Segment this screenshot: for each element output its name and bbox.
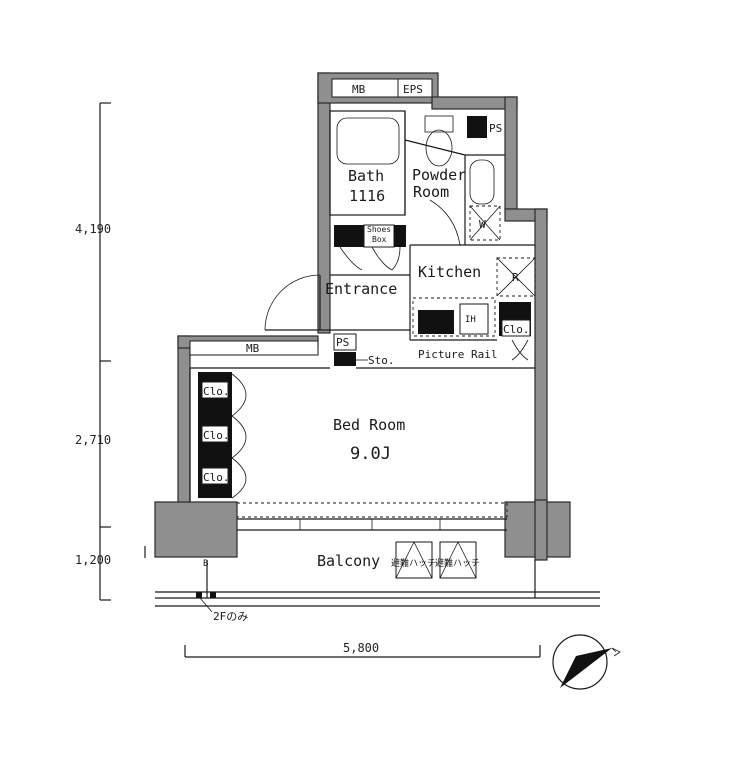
storage-area: PS Sto. MB Picture Rail bbox=[189, 333, 497, 367]
clo3-label: Clo. bbox=[203, 471, 230, 484]
mb-left-label: MB bbox=[246, 342, 260, 355]
top-shafts: MB EPS bbox=[331, 78, 433, 98]
stove-label: IH bbox=[465, 315, 476, 325]
ps-mid-label: PS bbox=[336, 336, 349, 349]
ps-top-label: PS bbox=[489, 122, 502, 135]
balcony-label: Balcony bbox=[317, 552, 380, 570]
hatch1-label: 避難ハッチ bbox=[391, 557, 436, 569]
dim-1200: 1,200 bbox=[75, 553, 111, 567]
powder-label-2: Room bbox=[413, 183, 449, 201]
fridge-label: R bbox=[512, 271, 519, 284]
powder-room: PS W Powder Room bbox=[404, 115, 505, 246]
mark-b-label: B bbox=[203, 559, 208, 569]
shoebox-label-2: Box bbox=[372, 235, 387, 244]
bedroom-size-label: 9.0J bbox=[350, 444, 391, 464]
picture-rail-label: Picture Rail bbox=[418, 348, 497, 361]
kitchen-label: Kitchen bbox=[418, 263, 481, 281]
dimension-lines: 4,190 2,710 1,200 5,800 bbox=[75, 102, 541, 658]
powder-label-1: Powder bbox=[412, 166, 466, 184]
shoebox-label-1: Shoes bbox=[367, 225, 391, 234]
entrance-area: Shoes Box Entrance bbox=[264, 224, 410, 331]
sto-label: Sto. bbox=[368, 354, 395, 367]
bath-size-label: 1116 bbox=[349, 187, 385, 205]
floor-note-label: 2Fのみ bbox=[213, 610, 248, 623]
bedroom-area: Clo. Clo. Clo. Bed Room 9.0J bbox=[189, 367, 535, 531]
dim-2710: 2,710 bbox=[75, 433, 111, 447]
balcony-area: Balcony 避難ハッチ 避難ハッチ B 2Fのみ bbox=[144, 541, 600, 623]
dim-5800: 5,800 bbox=[343, 641, 379, 655]
clo-right-label: Clo. bbox=[503, 323, 530, 336]
entrance-label: Entrance bbox=[325, 280, 397, 298]
walls bbox=[154, 72, 571, 561]
bath-area: Bath 1116 bbox=[329, 110, 406, 216]
north-arrow-icon bbox=[552, 634, 621, 690]
clo2-label: Clo. bbox=[203, 429, 230, 442]
clo1-label: Clo. bbox=[203, 385, 230, 398]
bath-label: Bath bbox=[348, 167, 384, 185]
hatch2-label: 避難ハッチ bbox=[435, 557, 480, 569]
dim-4190: 4,190 bbox=[75, 222, 111, 236]
bedroom-label: Bed Room bbox=[333, 416, 405, 434]
eps-label: EPS bbox=[403, 83, 423, 96]
mb-top-label: MB bbox=[352, 83, 366, 96]
washer-label: W bbox=[479, 218, 486, 231]
kitchen-area: Kitchen R IH Clo. bbox=[409, 244, 536, 361]
